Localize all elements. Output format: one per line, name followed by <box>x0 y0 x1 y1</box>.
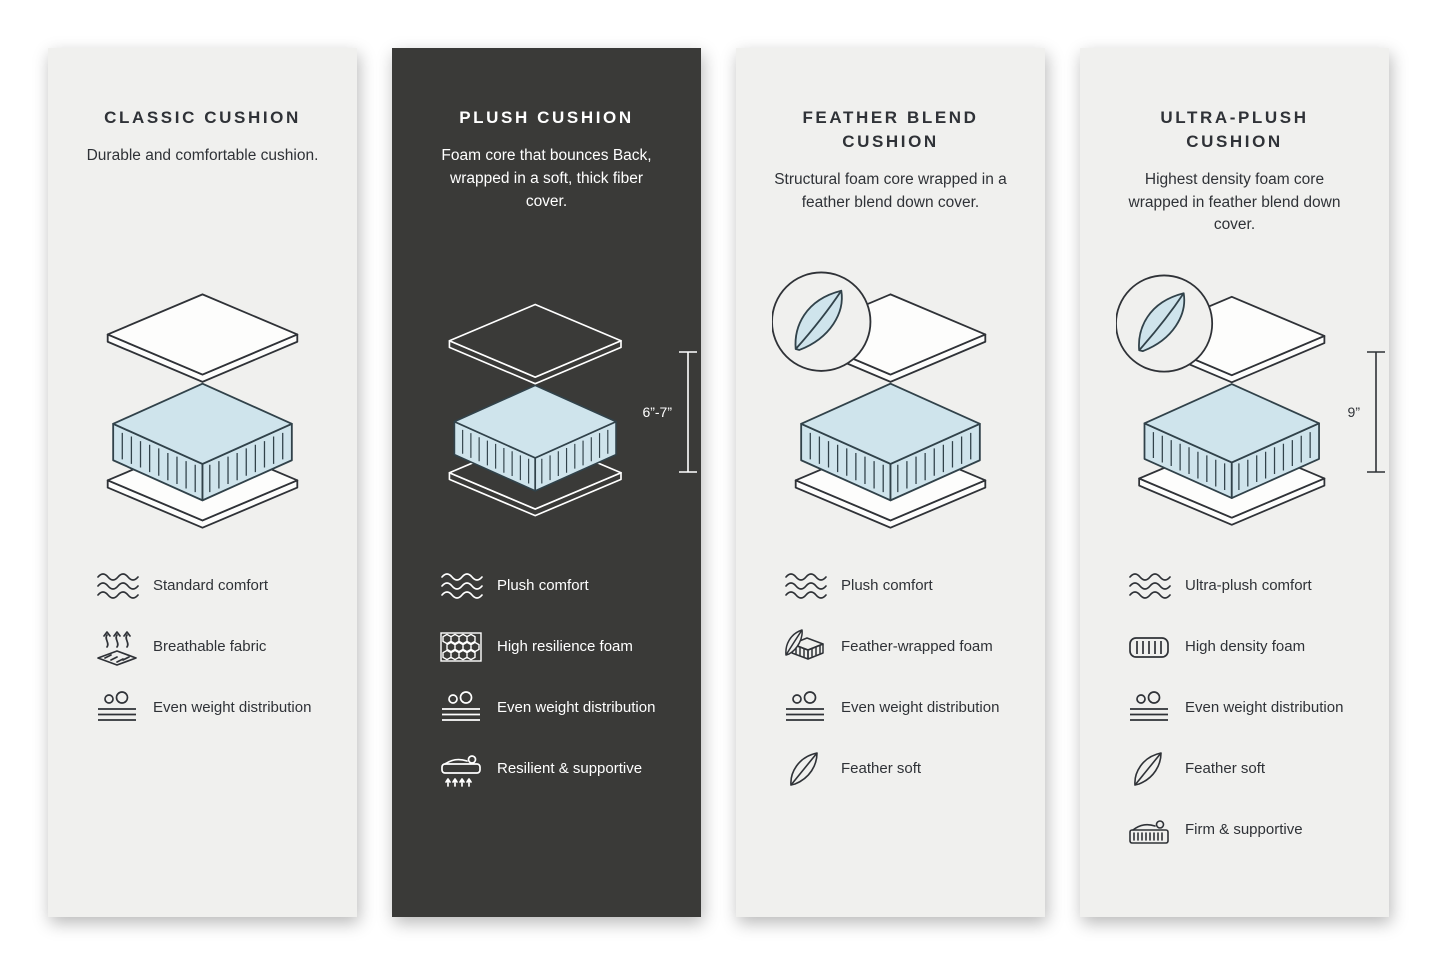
feature-item: Ultra-plush comfort <box>1116 566 1353 606</box>
card-feather-blend-cushion: FEATHER BLEND CUSHION Structural foam co… <box>736 48 1045 917</box>
feature-item: Even weight distribution <box>772 688 1009 728</box>
height-measurement: 9” <box>1348 350 1387 474</box>
breathable-fabric-icon <box>94 627 140 667</box>
high-density-foam-icon <box>1126 627 1172 667</box>
feather-badge-icon <box>772 272 871 371</box>
even-weight-icon <box>438 688 484 728</box>
feature-item: Feather soft <box>772 749 1009 789</box>
cushion-stack-illustration <box>772 272 986 528</box>
feature-item: Breathable fabric <box>84 627 321 667</box>
feather-badge-icon <box>1116 275 1213 372</box>
feature-label: Even weight distribution <box>1185 699 1344 717</box>
feature-list: Ultra-plush comfort High density foam Ev… <box>1116 566 1353 850</box>
feature-label: Even weight distribution <box>497 699 656 717</box>
card-header: CLASSIC CUSHION Durable and comfortable … <box>84 106 321 268</box>
feature-label: Ultra-plush comfort <box>1185 577 1312 595</box>
card-description: Durable and comfortable cushion. <box>86 146 319 164</box>
feature-label: High density foam <box>1185 638 1306 656</box>
measurement-label: 6”-7” <box>642 404 672 420</box>
feature-label: Standard comfort <box>153 577 269 595</box>
feature-label: Resilient & supportive <box>497 760 643 778</box>
cushion-stack-illustration <box>449 304 621 516</box>
card-title: FEATHER BLEND CUSHION <box>802 108 979 151</box>
feature-label: Feather-wrapped foam <box>841 638 993 656</box>
even-weight-icon <box>782 688 828 728</box>
card-description: Structural foam core wrapped in a feathe… <box>774 170 1007 211</box>
feature-label: Plush comfort <box>497 577 589 595</box>
feature-item: Standard comfort <box>84 566 321 606</box>
feature-item: Feather-wrapped foam <box>772 627 1009 667</box>
cushion-layers-diagram <box>84 268 321 536</box>
feature-item: Feather soft <box>1116 749 1353 789</box>
feature-item: Plush comfort <box>772 566 1009 606</box>
honeycomb-foam-icon <box>438 627 484 667</box>
feature-item: High density foam <box>1116 627 1353 667</box>
feature-item: Even weight distribution <box>84 688 321 728</box>
card-title: CLASSIC CUSHION <box>104 108 301 127</box>
card-plush-cushion: PLUSH CUSHION Foam core that bounces Bac… <box>392 48 701 917</box>
feature-list: Plush comfort High resilience foam Even … <box>428 566 665 789</box>
card-title: PLUSH CUSHION <box>459 108 634 127</box>
feature-item: Plush comfort <box>428 566 665 606</box>
feature-label: Firm & supportive <box>1185 821 1303 839</box>
feature-list: Plush comfort Feather-wrapped foam Even … <box>772 566 1009 789</box>
even-weight-icon <box>94 688 140 728</box>
card-description: Foam core that bounces Back, wrapped in … <box>441 146 652 210</box>
cushion-stack-illustration <box>107 294 298 528</box>
feature-label: Feather soft <box>841 760 922 778</box>
feature-label: Even weight distribution <box>153 699 312 717</box>
waves-icon <box>1126 566 1172 606</box>
feather-wrapped-foam-icon <box>782 627 828 667</box>
waves-icon <box>94 566 140 606</box>
feature-label: Feather soft <box>1185 760 1266 778</box>
card-description: Highest density foam core wrapped in fea… <box>1128 170 1341 234</box>
card-title: ULTRA-PLUSH CUSHION <box>1160 108 1309 151</box>
feature-label: Even weight distribution <box>841 699 1000 717</box>
feature-item: Resilient & supportive <box>428 749 665 789</box>
cushion-layers-diagram <box>772 268 1009 536</box>
card-header: FEATHER BLEND CUSHION Structural foam co… <box>772 106 1009 268</box>
measurement-label: 9” <box>1347 404 1360 420</box>
card-classic-cushion: CLASSIC CUSHION Durable and comfortable … <box>48 48 357 917</box>
card-ultra-plush-cushion: ULTRA-PLUSH CUSHION Highest density foam… <box>1080 48 1389 917</box>
height-measurement: 6”-7” <box>642 350 699 474</box>
feature-label: Plush comfort <box>841 577 933 595</box>
cushion-layers-diagram: 6”-7” <box>428 268 697 536</box>
feather-icon <box>1126 749 1172 789</box>
card-header: PLUSH CUSHION Foam core that bounces Bac… <box>428 106 665 268</box>
feature-item: Even weight distribution <box>1116 688 1353 728</box>
measurement-line-icon <box>679 351 697 473</box>
feature-item: Firm & supportive <box>1116 810 1353 850</box>
feature-item: High resilience foam <box>428 627 665 667</box>
waves-icon <box>438 566 484 606</box>
even-weight-icon <box>1126 688 1172 728</box>
cushion-stack-illustration <box>1116 275 1325 525</box>
feature-list: Standard comfort Breathable fabric Even … <box>84 566 321 728</box>
feature-label: Breathable fabric <box>153 638 267 656</box>
cushion-layers-diagram: 9” <box>1116 268 1385 536</box>
feature-item: Even weight distribution <box>428 688 665 728</box>
measurement-line-icon <box>1367 351 1385 473</box>
resilient-supportive-icon <box>438 749 484 789</box>
card-header: ULTRA-PLUSH CUSHION Highest density foam… <box>1116 106 1353 268</box>
feather-icon <box>782 749 828 789</box>
feature-label: High resilience foam <box>497 638 633 656</box>
firm-supportive-icon <box>1126 810 1172 850</box>
waves-icon <box>782 566 828 606</box>
